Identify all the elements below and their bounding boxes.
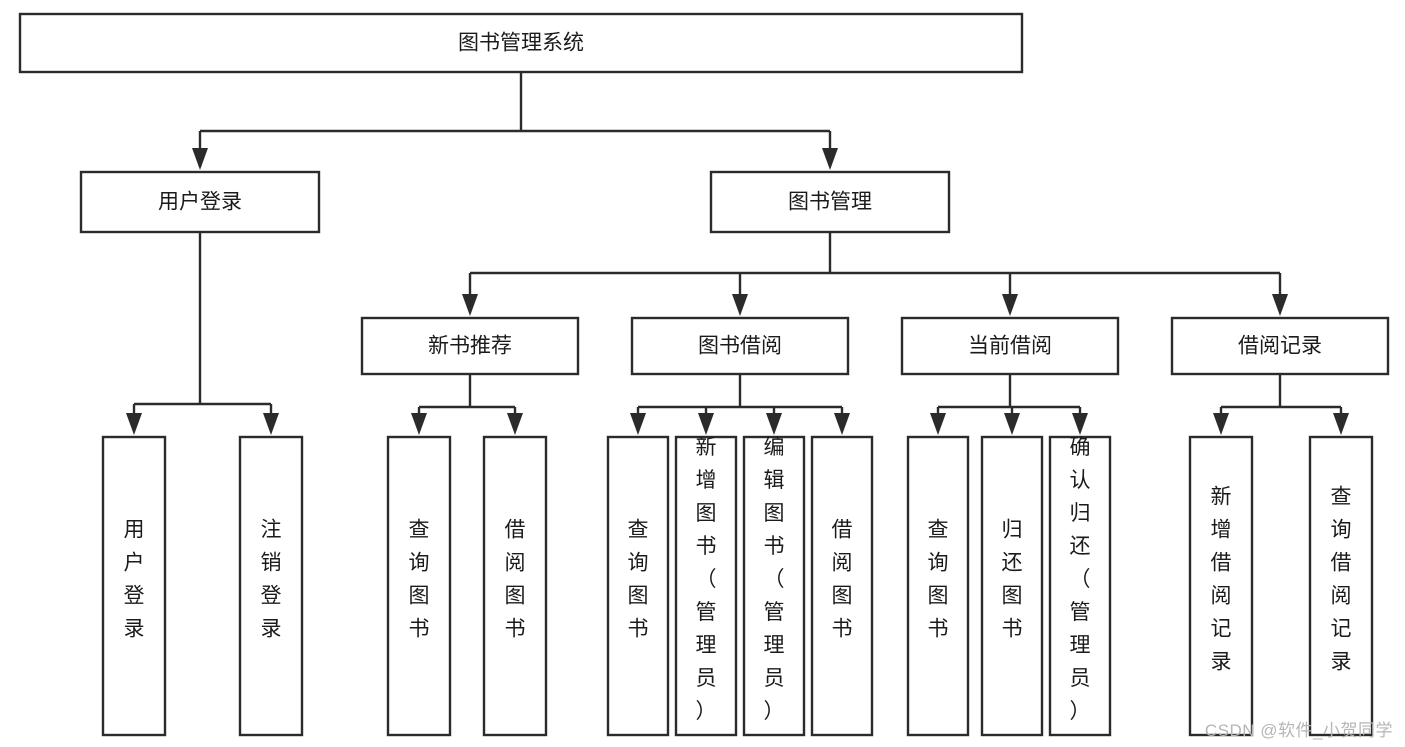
node-box <box>906 435 970 737</box>
node-label: 查询图书 <box>928 519 949 641</box>
node-label: 新增图书（管理员） <box>696 436 717 723</box>
node-box <box>742 435 806 737</box>
node-label: 归还图书 <box>1002 519 1023 641</box>
node-label: 图书管理系统 <box>458 32 584 55</box>
node-leaf_9[interactable]: 归还图书 <box>980 435 1044 737</box>
node-leaf_1[interactable]: 注销登录 <box>238 435 304 737</box>
node-box <box>101 435 167 737</box>
node-box <box>1308 435 1374 737</box>
node-leaf_6[interactable]: 编辑图书（管理员） <box>742 435 806 737</box>
node-layer: 图书管理系统用户登录图书管理新书推荐图书借阅当前借阅借阅记录用户登录注销登录查询… <box>18 12 1390 737</box>
node-box <box>79 170 321 234</box>
node-box <box>810 435 874 737</box>
node-box <box>606 435 670 737</box>
node-box <box>1188 435 1254 737</box>
node-root[interactable]: 图书管理系统 <box>18 12 1024 74</box>
node-label: 借阅图书 <box>832 519 853 641</box>
node-label: 注销登录 <box>261 519 282 641</box>
node-label: 新增借阅记录 <box>1211 486 1232 674</box>
node-label: 当前借阅 <box>968 335 1052 358</box>
node-leaf_11[interactable]: 新增借阅记录 <box>1188 435 1254 737</box>
node-box <box>980 435 1044 737</box>
node-label: 查询图书 <box>628 519 649 641</box>
node-label: 用户登录 <box>158 191 242 214</box>
node-l3_1[interactable]: 图书借阅 <box>630 316 850 376</box>
node-leaf_5[interactable]: 新增图书（管理员） <box>674 435 738 737</box>
node-box <box>1048 435 1112 737</box>
node-box <box>238 435 304 737</box>
node-l3_2[interactable]: 当前借阅 <box>900 316 1120 376</box>
node-label: 借阅图书 <box>505 519 526 641</box>
node-box <box>709 170 951 234</box>
node-leaf_2[interactable]: 查询图书 <box>386 435 452 737</box>
node-leaf_3[interactable]: 借阅图书 <box>482 435 548 737</box>
node-leaf_8[interactable]: 查询图书 <box>906 435 970 737</box>
node-box <box>18 12 1024 74</box>
node-leaf_12[interactable]: 查询借阅记录 <box>1308 435 1374 737</box>
node-box <box>630 316 850 376</box>
node-label: 编辑图书（管理员） <box>764 436 785 723</box>
node-leaf_0[interactable]: 用户登录 <box>101 435 167 737</box>
node-label: 图书借阅 <box>698 335 782 358</box>
node-label: 图书管理 <box>788 191 872 214</box>
node-label: 查询图书 <box>409 519 430 641</box>
node-label: 查询借阅记录 <box>1331 486 1352 674</box>
node-label: 确认归还（管理员） <box>1070 436 1091 723</box>
node-label: 借阅记录 <box>1238 335 1322 358</box>
node-label: 新书推荐 <box>428 335 512 358</box>
node-leaf_4[interactable]: 查询图书 <box>606 435 670 737</box>
connector-layer <box>126 72 1349 435</box>
node-box <box>360 316 580 376</box>
node-l2_1[interactable]: 图书管理 <box>709 170 951 234</box>
node-l3_0[interactable]: 新书推荐 <box>360 316 580 376</box>
node-box <box>900 316 1120 376</box>
node-leaf_10[interactable]: 确认归还（管理员） <box>1048 435 1112 737</box>
node-l2_0[interactable]: 用户登录 <box>79 170 321 234</box>
node-box <box>1170 316 1390 376</box>
node-box <box>674 435 738 737</box>
node-l3_3[interactable]: 借阅记录 <box>1170 316 1390 376</box>
node-label: 用户登录 <box>124 519 145 641</box>
node-leaf_7[interactable]: 借阅图书 <box>810 435 874 737</box>
node-box <box>386 435 452 737</box>
node-box <box>482 435 548 737</box>
